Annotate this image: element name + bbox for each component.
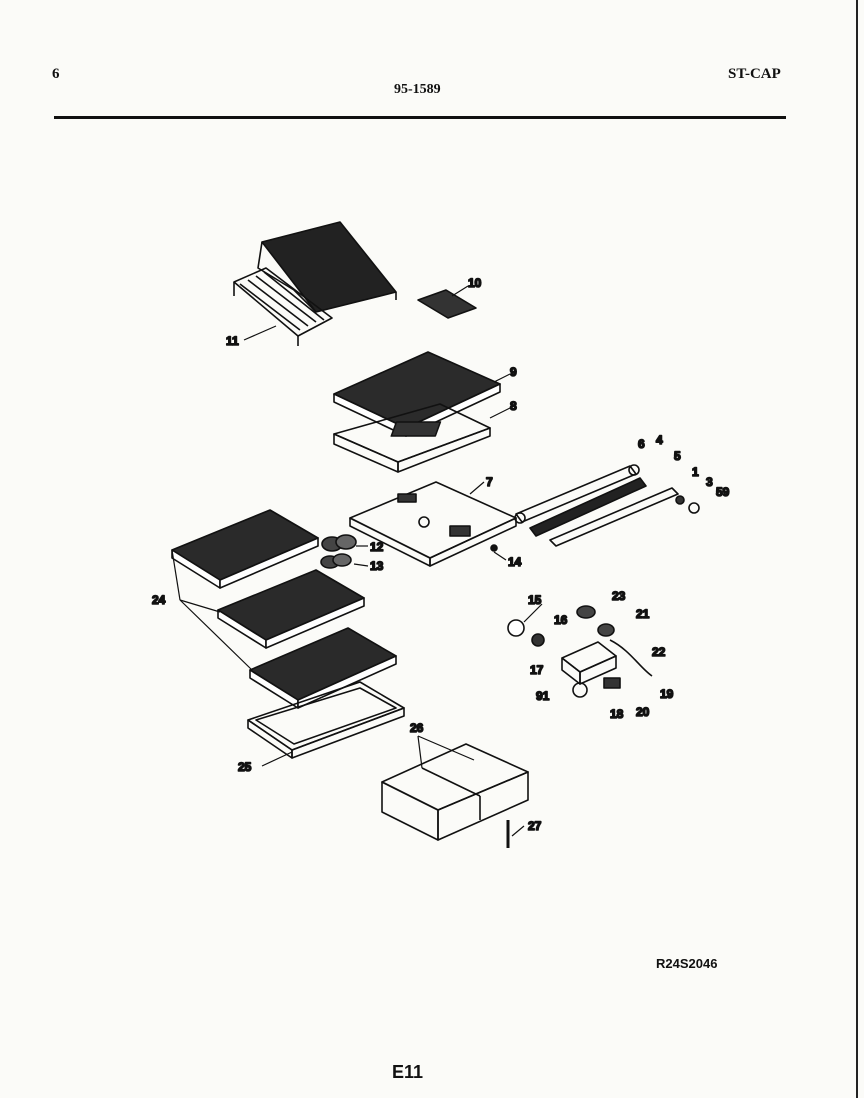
part-8-cover [333,403,491,473]
callout-18: 18 [610,707,624,721]
callout-10: 10 [468,276,482,290]
callout-25: 25 [238,760,252,774]
part-24-shelves [171,509,397,709]
callout-23: 23 [612,589,626,603]
part-25-glass-shelf [247,681,405,759]
page-code: E11 [392,1062,424,1082]
part-3-screw [675,495,685,505]
callout-15: 15 [528,593,542,607]
document-number: 95-1589 [394,82,441,97]
callout-19: 19 [660,687,674,701]
part-12-13-sockets [320,534,357,569]
callout-16: 16 [554,613,568,627]
callout-6: 6 [638,437,645,451]
part-6-4-5-1-rails [514,464,679,547]
leader-lines [171,285,543,837]
callout-labels: 11 10 9 8 6 4 5 1 3 59 7 12 13 14 24 15 … [151,275,730,834]
header-rule [54,116,786,119]
callout-11: 11 [226,334,239,348]
callout-26: 26 [410,721,424,735]
part-7-control-cover [349,481,517,567]
callout-91: 91 [536,689,550,703]
scan-edge-line [856,0,858,1098]
callout-8: 8 [510,399,517,413]
part-10-vent [417,289,477,319]
part-14-screw [490,544,498,552]
callout-9: 9 [510,365,517,379]
callout-24: 24 [152,593,166,607]
callout-1: 1 [692,465,699,479]
callout-21: 21 [636,607,650,621]
callout-3: 3 [706,475,713,489]
callout-22: 22 [652,645,666,659]
callout-12: 12 [370,540,384,554]
callout-17: 17 [530,663,544,677]
callout-27: 27 [528,819,542,833]
callout-59: 59 [716,485,730,499]
callout-20: 20 [636,705,650,719]
callout-14: 14 [508,555,522,569]
page-number: 6 [52,66,60,82]
callout-7: 7 [486,475,493,489]
part-26-crisper-pans [381,743,529,841]
part-59-cap [688,502,700,514]
part-15-23-control-housing [507,605,653,698]
callout-13: 13 [370,559,384,573]
model-code: ST-CAP [728,66,781,82]
drawing-id: R24S2046 [656,956,718,971]
callout-4: 4 [656,433,663,447]
part-11-freezer-shelf [233,221,397,346]
callout-5: 5 [674,449,681,463]
